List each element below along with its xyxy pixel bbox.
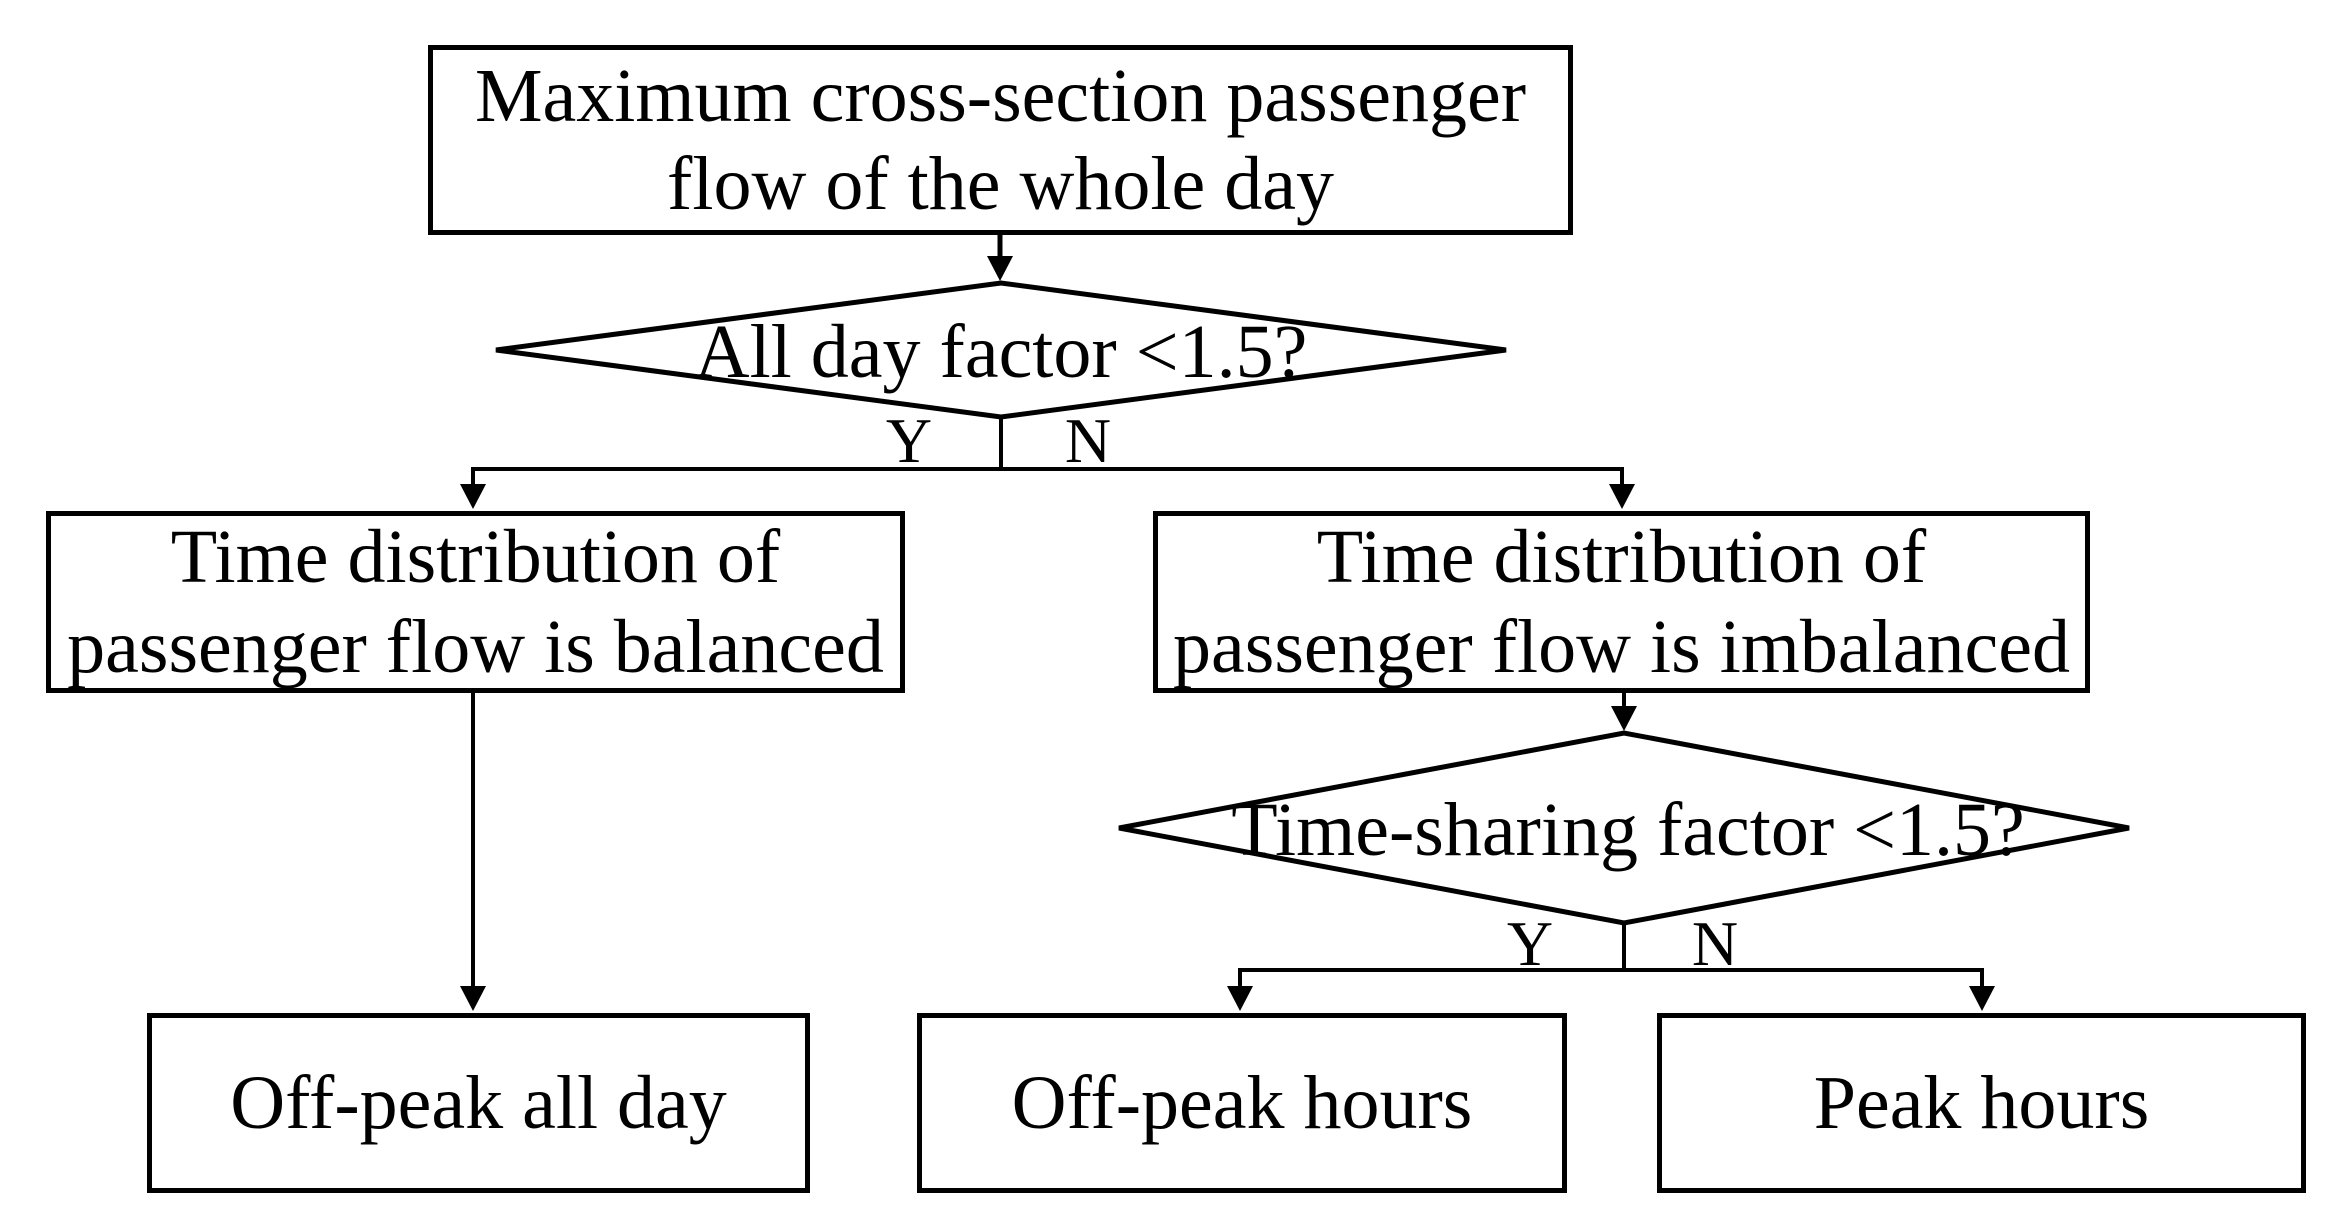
arrowhead-imbalanced-to-decision2 bbox=[1611, 706, 1637, 731]
arrowhead-start-to-decision1 bbox=[987, 256, 1013, 281]
node-max-cross-section-flow-line2: flow of the whole day bbox=[667, 142, 1334, 226]
arrowhead-decision1-no bbox=[1609, 484, 1635, 509]
node-balanced-line1: Time distribution of bbox=[170, 515, 781, 599]
decision1-yes-label: Y bbox=[885, 405, 933, 476]
decision-time-sharing-label: Time-sharing factor <1.5? bbox=[1231, 788, 2025, 872]
node-imbalanced: Time distribution of passenger flow is i… bbox=[1153, 511, 2090, 693]
arrowhead-decision2-yes bbox=[1227, 986, 1253, 1011]
decision2-no-label: N bbox=[1691, 908, 1739, 979]
node-imbalanced-line2: passenger flow is imbalanced bbox=[1173, 605, 2070, 689]
node-imbalanced-line1: Time distribution of bbox=[1316, 515, 1927, 599]
decision-all-day-label: All day factor <1.5? bbox=[694, 310, 1308, 394]
node-off-peak-hours-label: Off-peak hours bbox=[1011, 1061, 1473, 1145]
node-max-cross-section-flow-line1: Maximum cross-section passenger bbox=[474, 54, 1527, 138]
decision1-no-label: N bbox=[1064, 405, 1112, 476]
arrowhead-decision2-no bbox=[1969, 986, 1995, 1011]
node-max-cross-section-flow: Maximum cross-section passenger flow of … bbox=[428, 45, 1573, 235]
node-balanced-line2: passenger flow is balanced bbox=[67, 605, 884, 689]
node-off-peak-all-day: Off-peak all day bbox=[147, 1013, 810, 1193]
decision-all-day-diamond bbox=[495, 280, 1507, 420]
decision2-yes-label: Y bbox=[1506, 908, 1554, 979]
node-off-peak-all-day-label: Off-peak all day bbox=[230, 1061, 727, 1145]
node-off-peak-hours: Off-peak hours bbox=[917, 1013, 1567, 1193]
arrowhead-decision1-yes bbox=[460, 484, 486, 509]
node-peak-hours: Peak hours bbox=[1657, 1013, 2306, 1193]
node-peak-hours-label: Peak hours bbox=[1813, 1061, 2150, 1145]
arrowhead-balanced-to-offpeak-allday bbox=[460, 986, 486, 1011]
node-balanced: Time distribution of passenger flow is b… bbox=[46, 511, 905, 693]
decision-time-sharing-diamond bbox=[1118, 730, 2130, 926]
